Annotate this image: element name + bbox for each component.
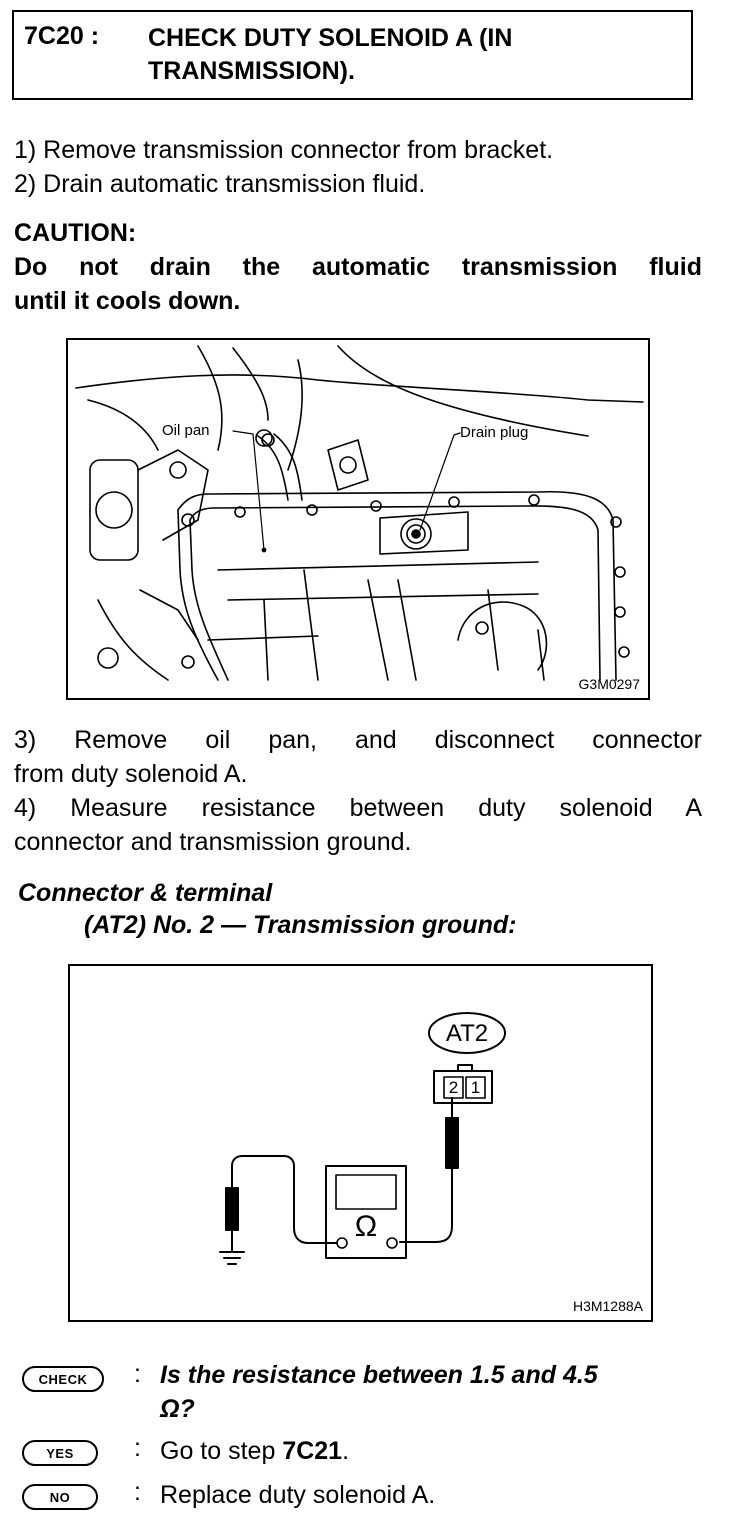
instruction-step-3-line-2: from duty solenoid A. xyxy=(14,760,248,788)
connector-at2-label: AT2 xyxy=(445,1020,489,1047)
instruction-step-1: 1) Remove transmission connector from br… xyxy=(14,136,554,164)
caution-text-line-2: until it cools down. xyxy=(14,287,241,315)
check-question-line-1: Is the resistance between 1.5 and 4.5 xyxy=(160,1361,598,1389)
no-separator: : xyxy=(134,1478,141,1506)
terminal-spec-heading: Connector & terminal xyxy=(18,879,273,907)
connector-pin-2: 2 xyxy=(448,1078,459,1097)
no-answer: Replace duty solenoid A. xyxy=(160,1481,436,1509)
instruction-step-2: 2) Drain automatic transmission fluid. xyxy=(14,170,426,198)
connector-pin-1: 1 xyxy=(470,1078,481,1097)
caution-heading: CAUTION: xyxy=(14,219,137,247)
caution-text-line-1: Do not drain the automatic transmission … xyxy=(14,253,702,281)
ohm-symbol: Ω xyxy=(354,1210,378,1243)
step-header-box: 7C20 : CHECK DUTY SOLENOID A (IN TRANSMI… xyxy=(12,10,693,100)
yes-answer: Go to step 7C21. xyxy=(160,1434,349,1468)
check-question-line-2: Ω? xyxy=(160,1395,195,1423)
oil-pan-figure: Oil pan Drain plug G3M0297 xyxy=(66,338,650,700)
oil-pan-drawing xyxy=(75,345,644,681)
check-separator: : xyxy=(134,1360,141,1388)
yes-answer-period: . xyxy=(342,1437,350,1465)
no-badge: NO xyxy=(22,1484,98,1510)
terminal-spec-detail: (AT2) No. 2 — Transmission ground: xyxy=(84,911,517,939)
measurement-diagram xyxy=(219,1012,506,1265)
drain-plug-label: Drain plug xyxy=(460,424,529,441)
instruction-step-4-line-2: connector and transmission ground. xyxy=(14,828,412,856)
next-step-link[interactable]: 7C21 xyxy=(282,1437,343,1465)
yes-badge: YES xyxy=(22,1440,98,1466)
resistance-measurement-figure: AT2 2 1 Ω H3M1288A xyxy=(68,964,653,1322)
step-title: CHECK DUTY SOLENOID A (IN TRANSMISSION). xyxy=(148,24,513,85)
instruction-step-4-line-1: 4) Measure resistance between duty solen… xyxy=(14,794,702,822)
yes-answer-text: Go to step xyxy=(160,1437,276,1465)
step-id: 7C20 : xyxy=(24,22,100,50)
instruction-step-3-line-1: 3) Remove oil pan, and disconnect connec… xyxy=(14,726,702,754)
check-badge: CHECK xyxy=(22,1366,104,1392)
figure-code-h3m1288a: H3M1288A xyxy=(572,1298,643,1314)
yes-separator: : xyxy=(134,1434,141,1462)
oil-pan-label: Oil pan xyxy=(162,422,210,439)
figure-code-g3m0297: G3M0297 xyxy=(578,676,640,692)
